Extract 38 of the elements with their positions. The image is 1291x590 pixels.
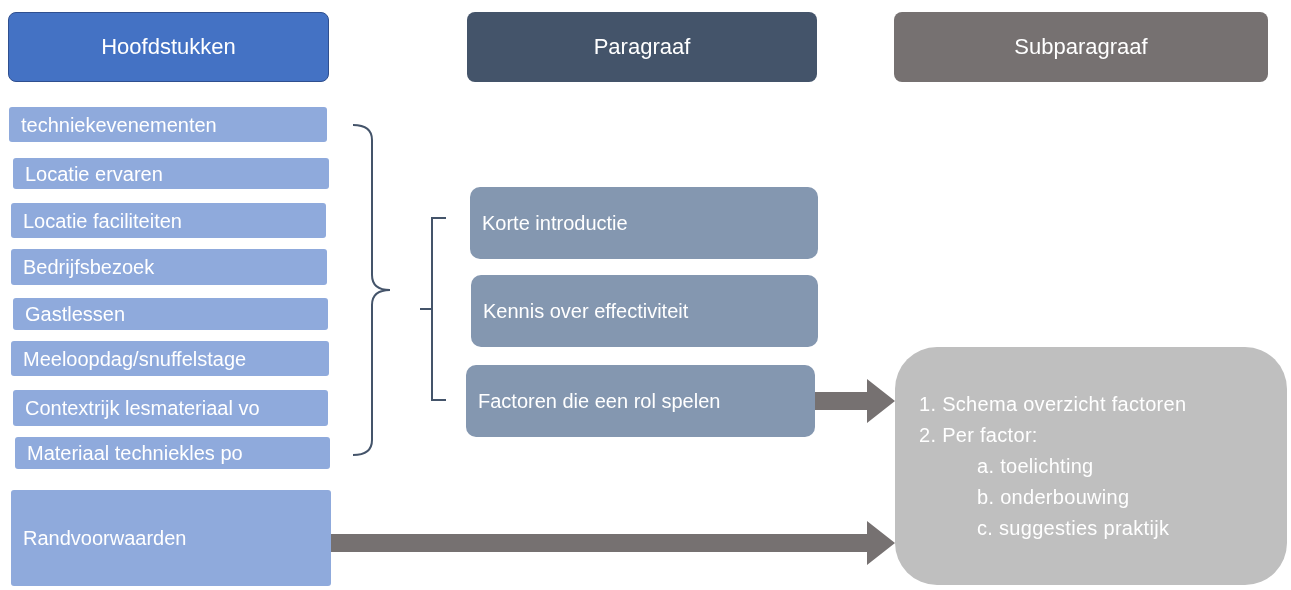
chapter-box	[13, 158, 329, 189]
header-box	[467, 12, 817, 82]
paragraph-box	[466, 365, 815, 437]
chapter-box	[13, 390, 328, 426]
box-label: Materiaal techniekles po	[27, 441, 243, 465]
subparagraph-box	[895, 347, 1287, 585]
box-label: Factoren die een rol spelen	[478, 389, 721, 413]
chapter-box	[9, 107, 327, 142]
box-label: Locatie ervaren	[25, 161, 163, 186]
box-label: techniekevenementen	[21, 112, 217, 137]
box-label: Subparagraaf	[1014, 33, 1148, 61]
box-label: Paragraaf	[593, 33, 691, 61]
chapter-box	[15, 437, 330, 469]
paragraph-box	[471, 275, 818, 347]
header-box	[894, 12, 1268, 82]
block-arrow	[331, 521, 895, 565]
box-label: Randvoorwaarden	[23, 526, 187, 550]
list-item: 2. Per factor:	[919, 422, 1038, 448]
list-item: a. toelichting	[976, 453, 1094, 479]
box-label: Gastlessen	[25, 302, 126, 326]
box-label: Kennis over effectiviteit	[483, 299, 689, 323]
box-label: Bedrijfsbezoek	[23, 255, 155, 279]
header-box	[8, 12, 329, 82]
box-label: Korte introductie	[482, 211, 628, 235]
chapter-box	[11, 203, 326, 238]
chapter-box	[11, 490, 331, 586]
list-item: c. suggesties praktijk	[976, 515, 1170, 541]
paragraph-box	[470, 187, 818, 259]
box-label: Hoofdstukken	[101, 33, 236, 61]
list-item: b. onderbouwing	[976, 484, 1130, 510]
box-label: Locatie faciliteiten	[23, 208, 182, 233]
chapter-box	[11, 341, 329, 376]
chapter-box	[13, 298, 328, 330]
block-arrow	[815, 379, 895, 423]
list-item: 1. Schema overzicht factoren	[919, 391, 1187, 417]
chapter-box	[11, 249, 327, 285]
box-label: Meeloopdag/snuffelstage	[23, 346, 247, 371]
box-label: Contextrijk lesmateriaal vo	[25, 396, 260, 420]
